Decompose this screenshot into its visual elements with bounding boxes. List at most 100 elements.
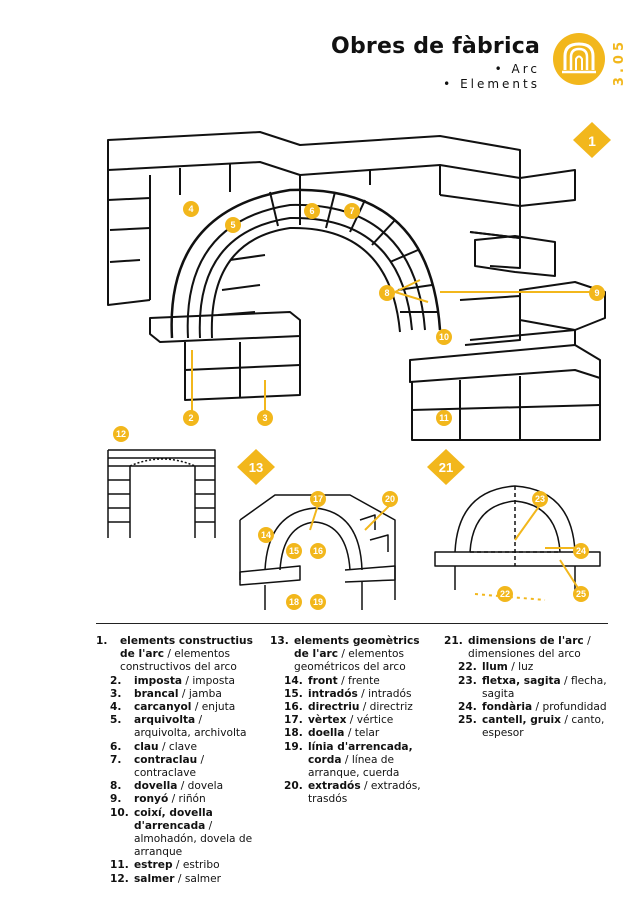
logo-icon: [553, 33, 605, 85]
label-18: 18: [286, 594, 302, 610]
label-14: 14: [258, 527, 274, 543]
legend-item: 15.intradós / intradós: [270, 688, 436, 701]
legend-translation: / directriz: [359, 701, 413, 714]
legend-term: clau: [134, 740, 159, 753]
legend-item: 14.front / frente: [270, 675, 436, 688]
legend-term: dovella: [134, 780, 178, 793]
legend-item: 20.extradós / extradós, trasdós: [270, 780, 436, 806]
label-11: 11: [436, 410, 452, 426]
legend-item: 24.fondària / profundidad: [444, 701, 614, 714]
legend-translation: / clave: [158, 740, 197, 753]
label-5: 5: [225, 217, 241, 233]
legend-term: fletxa, sagita: [482, 674, 561, 687]
badge-21: 21: [427, 449, 465, 485]
label-7: 7: [344, 203, 360, 219]
legend-item: 18.doella / telar: [270, 727, 436, 740]
svg-text:17: 17: [313, 494, 323, 504]
legend-translation: / dovela: [177, 780, 224, 793]
svg-text:20: 20: [385, 494, 395, 504]
legend-item: 8.dovella / dovela: [96, 780, 262, 793]
legend-number: 10.: [110, 806, 129, 819]
legend-number: 24.: [458, 701, 477, 714]
legend-number: 22.: [458, 661, 477, 674]
legend-item: 21.dimensions de l'arc / dimensiones del…: [444, 635, 614, 661]
legend-number: 2.: [110, 674, 122, 687]
label-6: 6: [304, 203, 320, 219]
legend-term: directriu: [308, 701, 360, 714]
label-3: 3: [257, 410, 273, 426]
legend-translation: / enjuta: [191, 701, 236, 714]
legend-number: 19.: [284, 740, 303, 753]
label-24: 24: [573, 543, 589, 559]
legend-translation: / imposta: [182, 674, 236, 687]
legend-number: 15.: [284, 687, 303, 700]
legend-column-2: 13.elements geomètrics de l'arc / elemen…: [270, 635, 436, 807]
legend-term: ronyó: [134, 793, 169, 806]
legend-term: imposta: [134, 674, 183, 687]
svg-text:11: 11: [439, 413, 449, 423]
legend-column-3: 21.dimensions de l'arc / dimensiones del…: [444, 635, 614, 741]
svg-text:16: 16: [313, 546, 323, 556]
page-title: Obres de fàbrica: [331, 34, 540, 59]
legend-number: 23.: [458, 674, 477, 687]
legend-number: 6.: [110, 740, 122, 753]
legend-number: 21.: [444, 635, 463, 647]
detail-13: [239, 494, 396, 610]
label-19: 19: [310, 594, 326, 610]
badge-1: 1: [573, 122, 611, 158]
label-22: 22: [497, 586, 513, 602]
legend-item: 1.elements constructius de l'arc / eleme…: [96, 635, 262, 675]
legend-item: 23. fletxa, sagita / flecha, sagita: [444, 675, 614, 701]
legend-number: 17.: [284, 714, 303, 727]
label-20: 20: [382, 491, 398, 507]
legend-translation: / jamba: [178, 687, 222, 700]
legend-translation: / canto, espesor: [482, 714, 605, 740]
svg-text:9: 9: [594, 288, 599, 298]
legend-number: 9.: [110, 793, 122, 806]
legend-item: 19.línia d'arrencada, corda / línea de a…: [270, 741, 436, 781]
legend-number: 13.: [270, 635, 289, 647]
legend-term: cantell, gruix: [482, 714, 562, 727]
svg-text:22: 22: [500, 589, 510, 599]
svg-text:23: 23: [535, 494, 545, 504]
wall-right-steps: [439, 169, 606, 346]
label-4: 4: [183, 201, 199, 217]
subtitle-elements: • Elements: [443, 77, 540, 91]
legend-number: 14.: [284, 674, 303, 687]
svg-text:10: 10: [439, 332, 449, 342]
svg-text:14: 14: [261, 530, 271, 540]
legend-item: 13.elements geomètrics de l'arc / elemen…: [270, 635, 436, 675]
legend-translation: / contraclave: [134, 753, 205, 780]
legend-item: 4.carcanyol / enjuta: [96, 701, 262, 714]
label-17: 17: [310, 491, 326, 507]
legend-term: fondària: [482, 701, 533, 714]
legend-number: 4.: [110, 701, 122, 714]
legend-term: intradós: [308, 687, 358, 700]
legend-translation: / almohadón, dovela de arranque: [134, 819, 253, 859]
label-16: 16: [310, 543, 326, 559]
legend-number: 20.: [284, 780, 303, 793]
svg-text:1: 1: [588, 133, 596, 149]
svg-text:24: 24: [576, 546, 586, 556]
svg-text:6: 6: [309, 206, 314, 216]
legend-translation: / elementos geométricos del arco: [294, 648, 406, 674]
label-2: 2: [183, 410, 199, 426]
legend-number: 16.: [284, 701, 303, 714]
svg-text:8: 8: [384, 288, 389, 298]
legend-item: 22.llum / luz: [444, 661, 614, 674]
svg-text:5: 5: [230, 220, 235, 230]
legend-translation: / telar: [344, 727, 380, 740]
legend-number: 12.: [110, 872, 129, 885]
legend-item: 9. ronyó / riñón: [96, 793, 262, 806]
svg-text:21: 21: [439, 460, 453, 475]
legend-term: arquivolta: [134, 714, 196, 727]
legend-item: 7.contraclau / contraclave: [96, 754, 262, 780]
svg-text:18: 18: [289, 597, 299, 607]
legend-translation: / flecha, sagita: [482, 674, 607, 700]
legend-item: 5.arquivolta / arquivolta, archivolta: [96, 714, 262, 740]
svg-text:19: 19: [313, 597, 323, 607]
legend-term: salmer: [134, 872, 175, 885]
legend-term: llum: [482, 661, 508, 674]
legend-number: 11.: [110, 859, 129, 872]
legend-translation: / riñón: [168, 793, 206, 806]
